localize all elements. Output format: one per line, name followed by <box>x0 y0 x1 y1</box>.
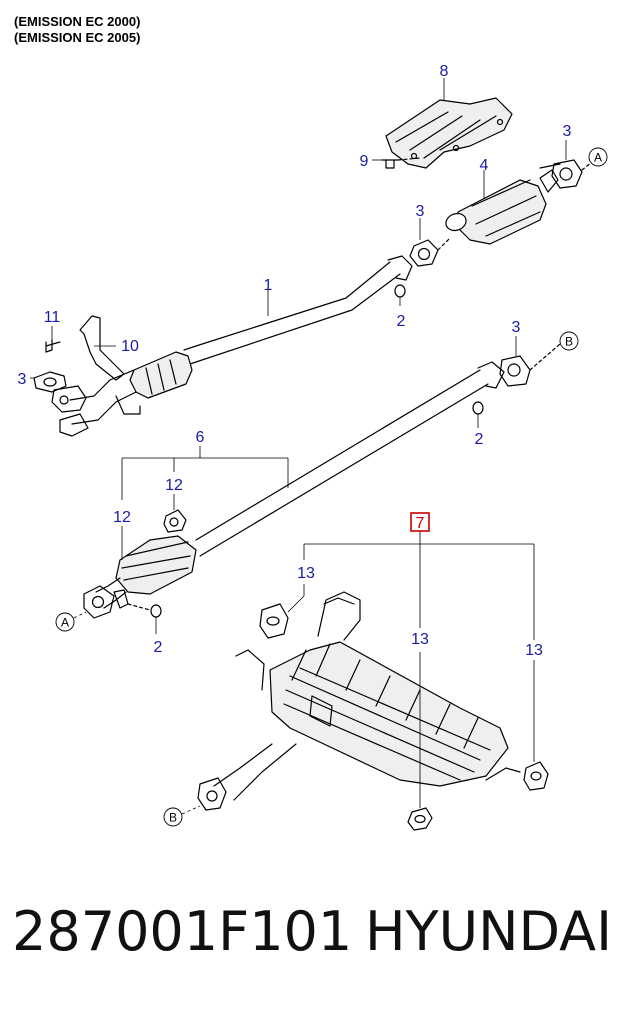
bracket-part-10 <box>79 315 125 381</box>
callout-9: 9 <box>360 153 369 170</box>
emission-label-2005: (EMISSION EC 2005) <box>14 30 141 45</box>
callout-2-lower: 2 <box>154 639 163 656</box>
center-pipe-part <box>83 361 505 619</box>
callout-7: 7 <box>416 515 425 532</box>
main-muffler-part <box>197 591 521 811</box>
emission-label-2000: (EMISSION EC 2000) <box>14 14 141 29</box>
callout-2-front: 2 <box>397 313 406 330</box>
heat-shield-part <box>385 97 513 169</box>
callout-6: 6 <box>196 429 205 446</box>
rubber-hanger-part-13-right <box>523 761 549 791</box>
rubber-hanger-part-13-middle <box>407 807 433 831</box>
part-number: 287001F101 <box>12 900 353 963</box>
gasket-part-3-top <box>551 159 593 189</box>
bolt-part-9 <box>381 157 421 169</box>
connector-a-left <box>55 612 75 632</box>
callout-13-left: 13 <box>297 565 315 582</box>
callout-3-middle: 3 <box>416 203 425 220</box>
nut-part-2-middle <box>472 401 484 415</box>
connector-b-right <box>559 331 579 351</box>
bolt-part-11 <box>45 339 61 353</box>
nut-part-2-front <box>394 284 406 298</box>
callout-12-left: 12 <box>113 509 131 526</box>
hanger-part-12 <box>163 509 187 533</box>
callout-10: 10 <box>121 338 139 355</box>
connector-a-left-label: A <box>61 616 69 630</box>
connector-b-bottom-label: B <box>169 811 177 825</box>
footer: 287001F101 HYUNDAI <box>12 900 612 980</box>
nut-part-2-lower <box>127 603 162 618</box>
callout-2-middle: 2 <box>475 431 484 448</box>
callout-12-right: 12 <box>165 477 183 494</box>
callout-1: 1 <box>264 277 273 294</box>
gasket-part-3-middle <box>409 237 451 267</box>
gasket-part-3-left <box>33 371 67 393</box>
catalytic-converter-part <box>445 163 561 245</box>
connector-b-right-label: B <box>565 335 573 349</box>
rubber-hanger-part-13-left <box>259 603 289 639</box>
callout-13-right: 13 <box>525 642 543 659</box>
callout-13-middle: 13 <box>411 631 429 648</box>
connector-a-top <box>588 147 608 167</box>
connector-a-top-label: A <box>594 151 602 165</box>
callout-3-left: 3 <box>18 371 27 388</box>
callout-8: 8 <box>440 63 449 80</box>
connector-b-bottom <box>163 807 183 827</box>
callout-4: 4 <box>480 157 489 174</box>
callout-3-top: 3 <box>563 123 572 140</box>
callout-11: 11 <box>44 309 61 326</box>
callout-7-highlight-box <box>410 512 430 532</box>
front-pipe-part <box>51 255 413 437</box>
brand-name: HYUNDAI <box>364 900 612 963</box>
callout-3-right: 3 <box>512 319 521 336</box>
gasket-part-3-right <box>499 343 561 387</box>
exhaust-system-diagram: 8 9 3 4 3 1 2 11 10 3 3 2 6 12 12 2 7 13… <box>18 63 608 831</box>
